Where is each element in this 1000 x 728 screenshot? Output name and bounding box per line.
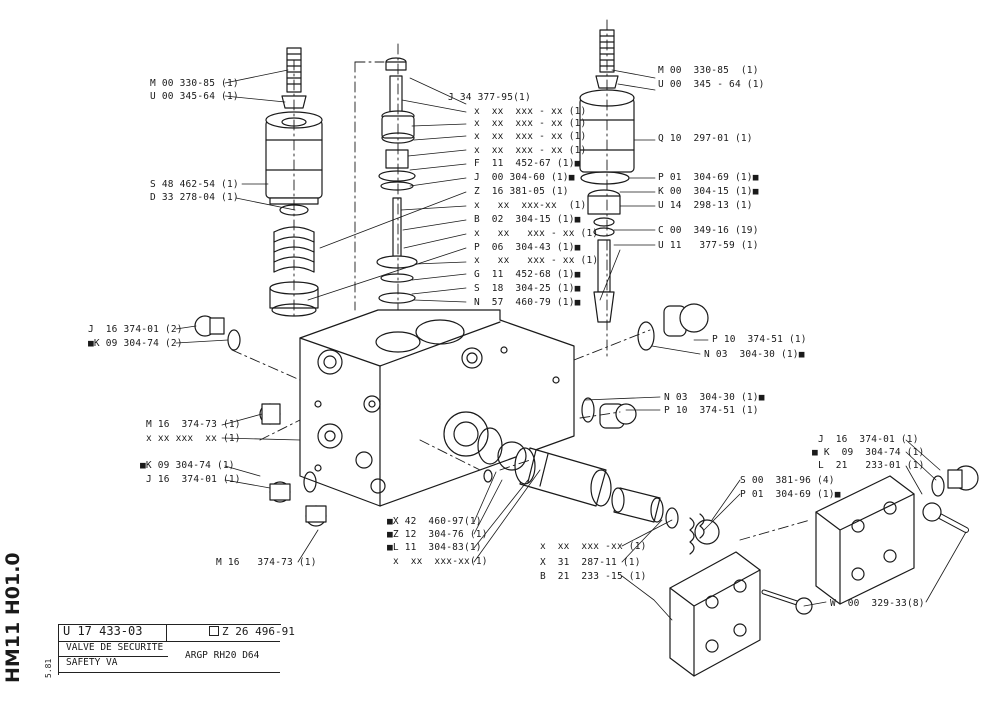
callout-label: x xx xxx xx (1)	[146, 433, 241, 444]
callout-label: S 48 462-54 (1)	[150, 179, 239, 190]
callout-label: M 16 374-73 (1)	[216, 557, 317, 568]
callout-label: ■L 11 304-83(1)	[387, 542, 482, 553]
callout-label: N 03 304-30 (1)■	[664, 392, 765, 403]
left-stud	[281, 47, 307, 109]
title-french: VALVE DE SECURITE	[66, 642, 164, 653]
callout-label: x xx xxx - xx (1)	[474, 106, 587, 117]
callout-label: M 16 374-73 (1)	[146, 419, 241, 430]
title-divider	[166, 624, 167, 641]
callout-label: J 16 374-01 (2)	[88, 324, 183, 335]
callout-label: x xx xxx-xx(1)	[393, 556, 488, 567]
callout-label: K 00 304-15 (1)■	[658, 186, 759, 197]
plugs	[194, 303, 979, 527]
title-block	[58, 624, 281, 675]
callout-label: ■K 09 304-74 (2)	[88, 338, 183, 349]
callout-label: Z 16 381-05 (1)	[474, 186, 569, 197]
callout-label: x xx xxx - xx (1)	[474, 145, 587, 156]
callout-label: M 00 330-85 (1)	[150, 78, 239, 89]
reference-number-text: Z 26 496-91	[222, 625, 295, 638]
centre-lines	[231, 19, 811, 541]
callout-label: L 21 233-01 (1)	[818, 460, 925, 471]
checkbox-icon	[209, 626, 219, 636]
callout-label: x xx xxx - xx (1)	[474, 228, 599, 239]
callout-label: D 33 278-04 (1)	[150, 192, 239, 203]
callout-label: ■ K 09 304-74 (1)	[812, 447, 925, 458]
leader-lines	[175, 69, 967, 621]
callout-label: ■K 09 304-74 (1)	[140, 460, 235, 471]
valve-body-block	[299, 309, 575, 507]
end-plate-small	[669, 551, 813, 677]
callout-label: J 16 374-01 (1)	[146, 474, 241, 485]
end-plate-large	[815, 475, 969, 605]
title-divider	[58, 672, 280, 673]
callout-label: S 00 381-96 (4)	[740, 475, 835, 486]
spool	[477, 427, 720, 555]
callout-label: M 00 330-85 (1)	[658, 65, 759, 76]
sheet-side-code: HM11 H01.0	[2, 552, 24, 685]
callout-label: P 01 304-69 (1)■	[740, 489, 841, 500]
callout-label: Q 10 297-01 (1)	[658, 133, 753, 144]
callout-label: J 16 374-01 (1)	[818, 434, 919, 445]
callout-label: P 10 374-51 (1)	[712, 334, 807, 345]
callout-label: x xx xxx - xx (1)	[474, 255, 599, 266]
group-code: ARGP RH20 D64	[185, 650, 260, 661]
callout-label: x xx xxx - xx (1)	[474, 118, 587, 129]
callout-label: P 10 374-51 (1)	[664, 405, 759, 416]
title-divider	[58, 641, 280, 642]
callout-label: x xx xxx-xx (1)	[474, 200, 587, 211]
callout-label: x xx xxx -xx (1)	[540, 541, 647, 552]
callout-label: N 03 304-30 (1)■	[704, 349, 805, 360]
callout-label: B 21 233 -15 (1)	[540, 571, 647, 582]
part-number: U 17 433-03	[63, 624, 143, 638]
callout-label: ■Z 12 304-76 (1)	[387, 529, 488, 540]
callout-label: J 34 377-95(1)	[448, 92, 531, 103]
callout-label: U 00 345 - 64 (1)	[658, 79, 765, 90]
callout-label: G 11 452-68 (1)■	[474, 269, 581, 280]
callout-label: F 11 452-67 (1)■	[474, 158, 581, 169]
callout-label: S 18 304-25 (1)■	[474, 283, 581, 294]
sheet-date-code: 5.81	[44, 658, 53, 678]
callout-label: J 00 304-60 (1)■	[474, 172, 575, 183]
callout-label: P 01 304-69 (1)■	[658, 172, 759, 183]
callout-label: N 57 460-79 (1)■	[474, 297, 581, 308]
callout-label: ■X 42 460-97(1)	[387, 516, 482, 527]
callout-label: C 00 349-16 (19)	[658, 225, 759, 236]
title-english: SAFETY VA	[66, 657, 118, 668]
reference-number: Z 26 496-91	[209, 625, 295, 638]
title-divider	[58, 656, 168, 657]
callout-label: W 00 329-33(8)	[830, 598, 925, 609]
sheet-code: HM11 H01.0	[2, 552, 24, 683]
callout-label: U 00 345-64 (1)	[150, 91, 239, 102]
callout-label: P 06 304-43 (1)■	[474, 242, 581, 253]
callout-label: x xx xxx - xx (1)	[474, 131, 587, 142]
right-cartridge	[579, 29, 635, 323]
callout-label: X 31 287-11 (1)	[540, 557, 641, 568]
callout-label: U 14 298-13 (1)	[658, 200, 753, 211]
callout-label: B 02 304-15 (1)■	[474, 214, 581, 225]
callout-label: U 11 377-59 (1)	[658, 240, 759, 251]
